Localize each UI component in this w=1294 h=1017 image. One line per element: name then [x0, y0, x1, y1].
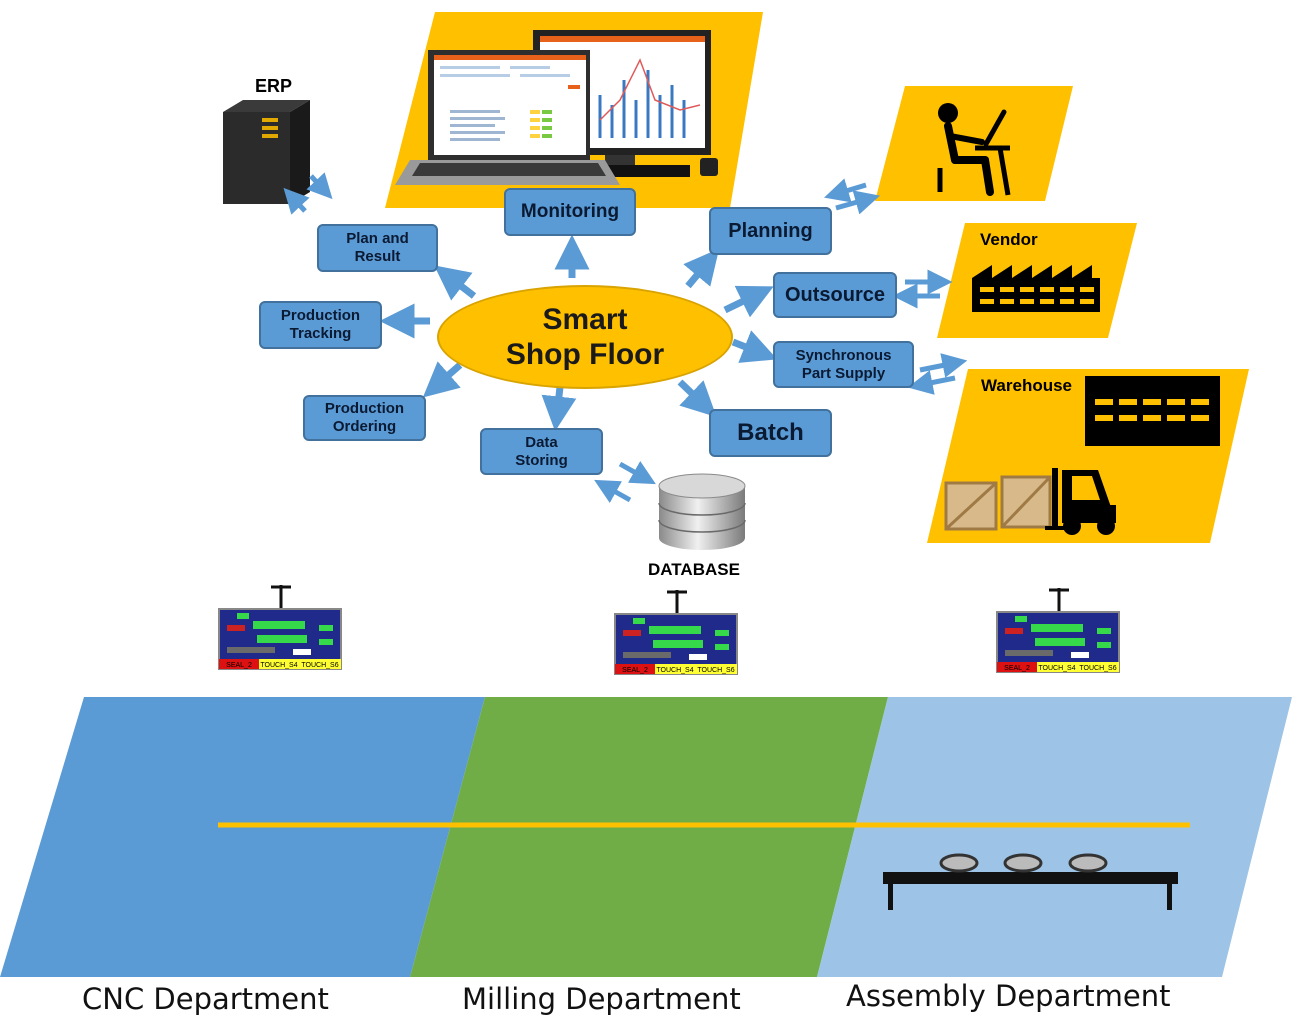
database-icon	[658, 473, 746, 550]
exchange-arrows	[283, 172, 968, 504]
assembly-terminal-screen: SEAL_2 TOUCH_S4 TOUCH_S6	[996, 588, 1120, 673]
cnc-screen-label-2: TOUCH_S6	[301, 662, 338, 669]
monitoring-box: Monitoring	[504, 188, 636, 236]
milling-department-label: Milling Department	[462, 982, 741, 1016]
planner-person-icon	[937, 103, 1011, 196]
milling-floor	[410, 697, 888, 977]
cnc-department-label: CNC Department	[82, 982, 329, 1016]
warehouse-label: Warehouse	[981, 376, 1073, 395]
erp-label: ERP	[255, 76, 293, 96]
smart-shop-floor-hub: Smart Shop Floor	[437, 285, 733, 389]
assembly-screen-label-0: SEAL_2	[1004, 665, 1030, 672]
cnc-screen-label-1: TOUCH_S4	[260, 662, 297, 669]
hub-line-1: Smart	[542, 302, 628, 336]
production-tracking-box: Production Tracking	[259, 301, 382, 349]
monitoring-computer-icon	[395, 30, 718, 185]
milling-screen-label-1: TOUCH_S4	[656, 667, 693, 674]
hub-arrows	[379, 234, 778, 432]
assembly-department-label: Assembly Department	[846, 979, 1171, 1013]
assembly-screen-label-1: TOUCH_S4	[1038, 665, 1075, 672]
assembly-conveyor	[883, 853, 1178, 910]
assembly-floor	[817, 697, 1292, 977]
synchronous-part-supply-box: Synchronous Part Supply	[773, 341, 914, 388]
milling-screen-label-0: SEAL_2	[622, 667, 648, 674]
plan-and-result-box: Plan and Result	[317, 224, 438, 272]
erp-server-icon	[223, 100, 310, 204]
crate-icon	[944, 475, 1052, 531]
hub-line-2: Shop Floor	[505, 338, 665, 371]
cnc-terminal-screen: SEAL_2 TOUCH_S4 TOUCH_S6	[218, 585, 342, 670]
batch-box: Batch	[709, 409, 832, 457]
milling-screen-label-2: TOUCH_S6	[697, 667, 734, 674]
forklift-icon	[1045, 468, 1116, 535]
cnc-floor	[0, 697, 485, 977]
assembly-screen-label-2: TOUCH_S6	[1079, 665, 1116, 672]
vendor-label: Vendor	[980, 230, 1038, 249]
data-storing-box: Data Storing	[480, 428, 603, 475]
planning-box: Planning	[709, 207, 832, 255]
production-ordering-box: Production Ordering	[303, 395, 426, 441]
milling-terminal-screen: SEAL_2 TOUCH_S4 TOUCH_S6	[614, 590, 738, 675]
outsource-box: Outsource	[773, 272, 897, 318]
database-label: DATABASE	[648, 560, 740, 579]
factory-icon	[972, 265, 1100, 312]
cnc-screen-label-0: SEAL_2	[226, 662, 252, 669]
warehouse-building-icon	[1085, 376, 1220, 446]
